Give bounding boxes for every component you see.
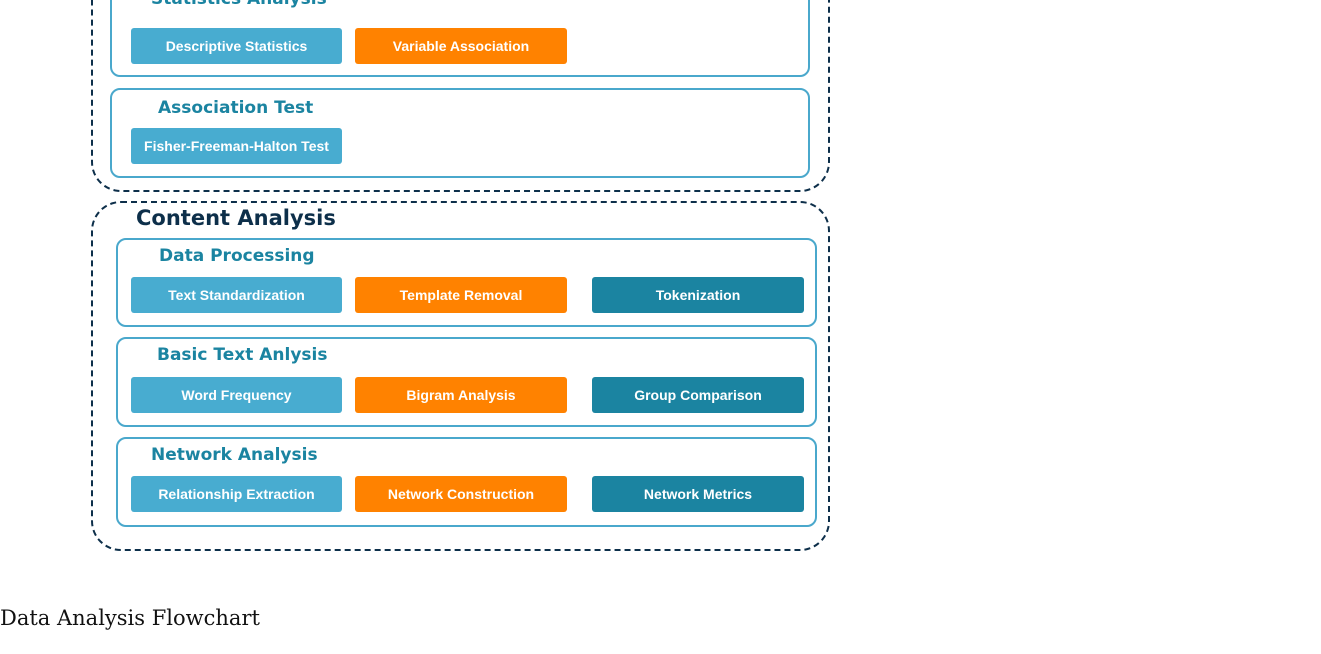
box-variable-association: Variable Association [355,28,567,64]
group-data-processing: Data Processing Text Standardization Tem… [116,238,817,327]
box-network-construction: Network Construction [355,476,567,512]
section-title-content-analysis: Content Analysis [136,206,336,230]
box-fisher-freeman-halton-test: Fisher-Freeman-Halton Test [131,128,342,164]
group-title-network-analysis: Network Analysis [151,445,318,465]
group-title-statistics-analysis: Statistics Analysis [151,0,327,9]
group-title-association-test: Association Test [158,98,314,118]
group-title-data-processing: Data Processing [159,246,315,266]
group-association-test: Association Test Fisher-Freeman-Halton T… [110,88,810,178]
statistics-section-container [91,0,830,192]
box-template-removal: Template Removal [355,277,567,313]
box-network-metrics: Network Metrics [592,476,804,512]
figure-caption: Data Analysis Flowchart [0,606,260,630]
group-statistics-analysis: Statistics Analysis Descriptive Statisti… [110,0,810,77]
group-basic-text-analysis: Basic Text Anlysis Word Frequency Bigram… [116,337,817,427]
content-analysis-container: Content Analysis [91,201,830,551]
box-group-comparison: Group Comparison [592,377,804,413]
box-word-frequency: Word Frequency [131,377,342,413]
box-bigram-analysis: Bigram Analysis [355,377,567,413]
box-tokenization: Tokenization [592,277,804,313]
box-relationship-extraction: Relationship Extraction [131,476,342,512]
box-descriptive-statistics: Descriptive Statistics [131,28,342,64]
group-title-basic-text-analysis: Basic Text Anlysis [157,345,328,365]
group-network-analysis: Network Analysis Relationship Extraction… [116,437,817,527]
box-text-standardization: Text Standardization [131,277,342,313]
